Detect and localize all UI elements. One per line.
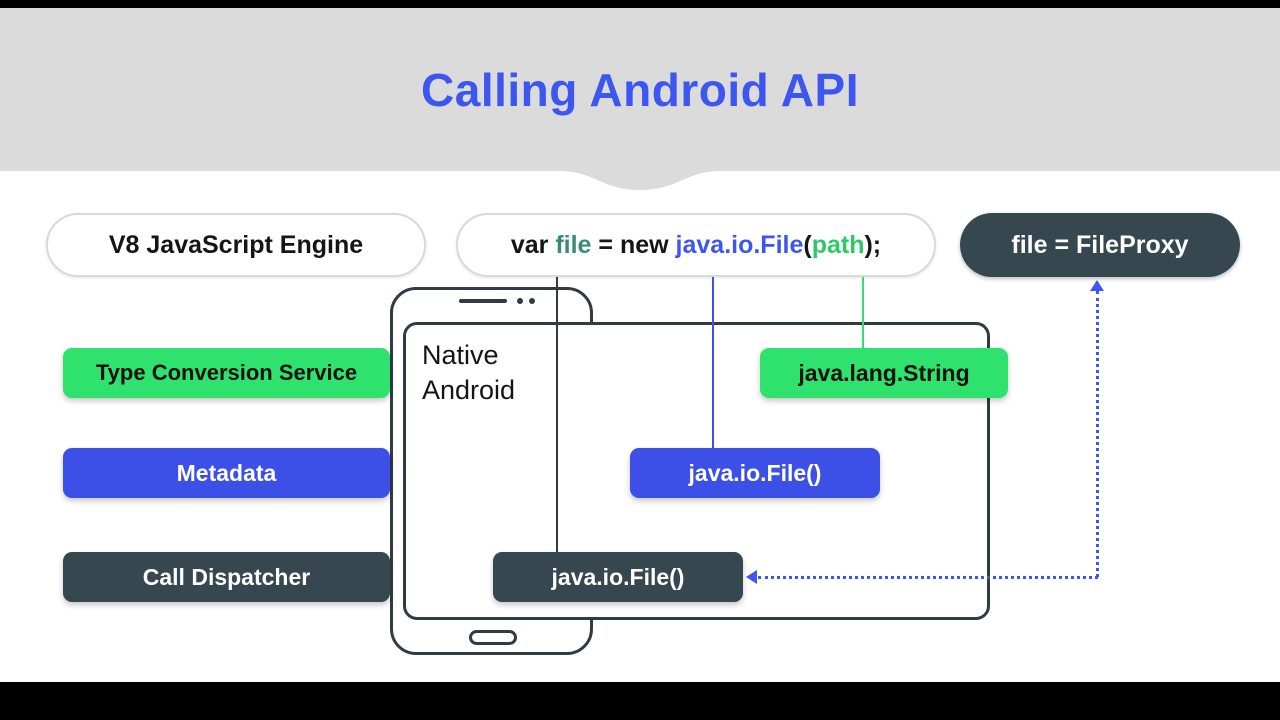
type-conversion-service-label: Type Conversion Service <box>95 360 358 385</box>
code-assign: = <box>591 230 620 259</box>
type-conversion-service-pill: Type Conversion Service <box>63 348 390 398</box>
slide-title: Calling Android API <box>421 63 859 116</box>
metadata-pill: Metadata <box>63 448 390 498</box>
java-io-file-blue-pill: java.io.File() <box>630 448 880 498</box>
phone-camera-dot-icon <box>517 298 523 304</box>
v8-engine-label: V8 JavaScript Engine <box>108 230 364 259</box>
code-class-name: java.io.File <box>675 230 804 259</box>
slide: Calling Android API V8 JavaScript Engine… <box>0 8 1280 682</box>
phone-home-button-icon <box>469 630 517 645</box>
code-var-name: file <box>555 230 592 259</box>
phone-sensor-dot-icon <box>529 298 535 304</box>
slide-header: Calling Android API <box>0 8 1280 171</box>
connector-file-to-dispatcher-line <box>556 277 558 552</box>
v8-engine-pill: V8 JavaScript Engine <box>46 213 426 277</box>
java-io-file-dark-pill: java.io.File() <box>493 552 743 602</box>
arrow-up-icon <box>1090 280 1104 291</box>
header-notch <box>560 171 720 190</box>
file-proxy-label: file = FileProxy <box>1011 230 1189 259</box>
code-open-paren: ( <box>803 230 812 259</box>
phone-speaker-icon <box>459 299 507 303</box>
code-param: path <box>811 230 865 259</box>
js-code-pill: var file = new java.io.File(path); <box>456 213 936 277</box>
connector-path-to-string-line <box>862 277 864 348</box>
file-proxy-pill: file = FileProxy <box>960 213 1240 277</box>
code-keyword-var: var <box>510 230 556 259</box>
return-path-vertical-dotted-line <box>1096 291 1099 577</box>
arrow-left-icon <box>746 570 757 584</box>
connector-class-to-file-line <box>712 277 714 448</box>
return-path-horizontal-dotted-line <box>758 576 1098 579</box>
native-android-label-line2: Android <box>422 375 516 405</box>
code-keyword-new: new <box>619 230 676 259</box>
call-dispatcher-label: Call Dispatcher <box>142 563 311 590</box>
java-io-file-dark-label: java.io.File() <box>551 563 685 590</box>
call-dispatcher-pill: Call Dispatcher <box>63 552 390 602</box>
native-android-label-line1: Native <box>422 340 499 370</box>
metadata-label: Metadata <box>176 459 277 486</box>
java-lang-string-label: java.lang.String <box>798 359 970 386</box>
code-close: ); <box>864 230 882 259</box>
java-lang-string-pill: java.lang.String <box>760 348 1008 398</box>
java-io-file-blue-label: java.io.File() <box>688 459 822 486</box>
native-android-label: Native Android <box>422 338 515 408</box>
